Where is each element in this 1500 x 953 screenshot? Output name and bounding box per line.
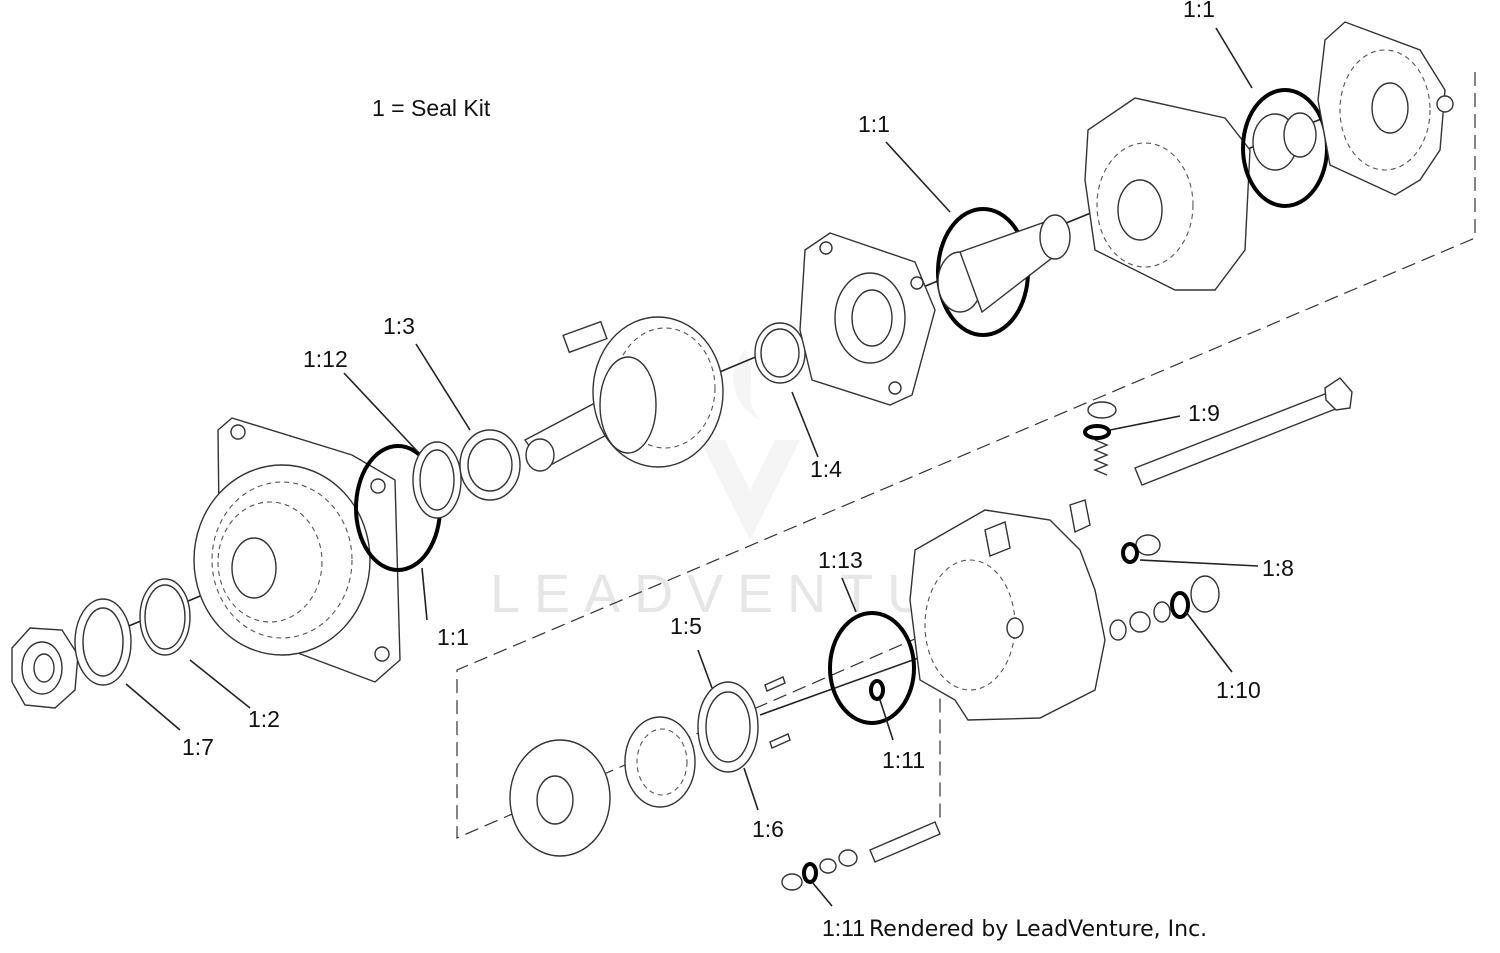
washer-1-7 <box>74 598 132 686</box>
callout-1-8: 1:8 <box>1262 555 1294 581</box>
bearing-housing-plate <box>799 232 936 406</box>
leader-lines <box>125 27 1259 907</box>
assembly-boundary <box>456 72 1476 839</box>
small-springs <box>764 676 791 749</box>
callout-1-6: 1:6 <box>752 816 784 842</box>
seal-ring-1-2 <box>139 578 191 656</box>
credit-text: Rendered by LeadVenture, Inc. <box>869 917 1207 942</box>
callout-labels: 1:1 1:1 1:1 1:2 1:3 1:4 1:5 1:6 1:7 1:8 … <box>182 0 1294 941</box>
port-plug-1-8 <box>1135 534 1161 556</box>
shaft-seal-1-6 <box>697 681 759 773</box>
callout-1-5: 1:5 <box>670 613 702 639</box>
callout-1-2: 1:2 <box>248 706 280 732</box>
callout-1-10: 1:10 <box>1216 677 1261 703</box>
check-valve-parts <box>1109 575 1220 641</box>
callout-1-11-mid: 1:11 <box>882 747 925 773</box>
callout-1-12: 1:12 <box>303 346 348 372</box>
callout-1-3: 1:3 <box>383 313 415 339</box>
o-ring-1-9 <box>1083 424 1111 440</box>
o-ring-1-10 <box>1170 591 1190 619</box>
through-bolt <box>1134 377 1353 486</box>
bearing-cup <box>624 716 696 808</box>
callout-1-13: 1:13 <box>818 547 863 573</box>
seal-ring-1-12 <box>412 441 462 519</box>
relief-valve-spring <box>1069 401 1117 534</box>
callout-1-4: 1:4 <box>810 456 842 482</box>
valve-body <box>909 509 1106 721</box>
callout-1-1-top: 1:1 <box>1183 0 1215 22</box>
o-ring-1-11-bottom <box>802 862 818 884</box>
castle-nut <box>11 627 79 709</box>
seal-ring-1-4 <box>754 322 806 384</box>
end-cover <box>1317 21 1454 196</box>
o-ring-1-11-mid <box>869 679 885 701</box>
watermark-logo-icon <box>700 350 800 540</box>
callout-1-1-left: 1:1 <box>437 624 469 650</box>
callout-1-7: 1:7 <box>182 734 214 760</box>
o-ring-1-13 <box>828 611 916 725</box>
legend-text: 1 = Seal Kit <box>372 95 491 121</box>
rotor-gear <box>1252 112 1317 171</box>
commutator-ring <box>509 739 611 857</box>
front-housing <box>193 417 401 683</box>
o-ring-1-8 <box>1121 542 1139 564</box>
callout-1-1-mid: 1:1 <box>858 111 890 137</box>
drive-coupling <box>937 214 1071 314</box>
output-shaft-bearing <box>523 316 724 472</box>
washer-1-3 <box>459 429 521 501</box>
callout-1-11-bottom: 1:11 <box>822 915 865 941</box>
valve-spool <box>781 821 941 891</box>
gerotor-housing <box>1084 97 1251 291</box>
callout-1-9: 1:9 <box>1188 400 1220 426</box>
